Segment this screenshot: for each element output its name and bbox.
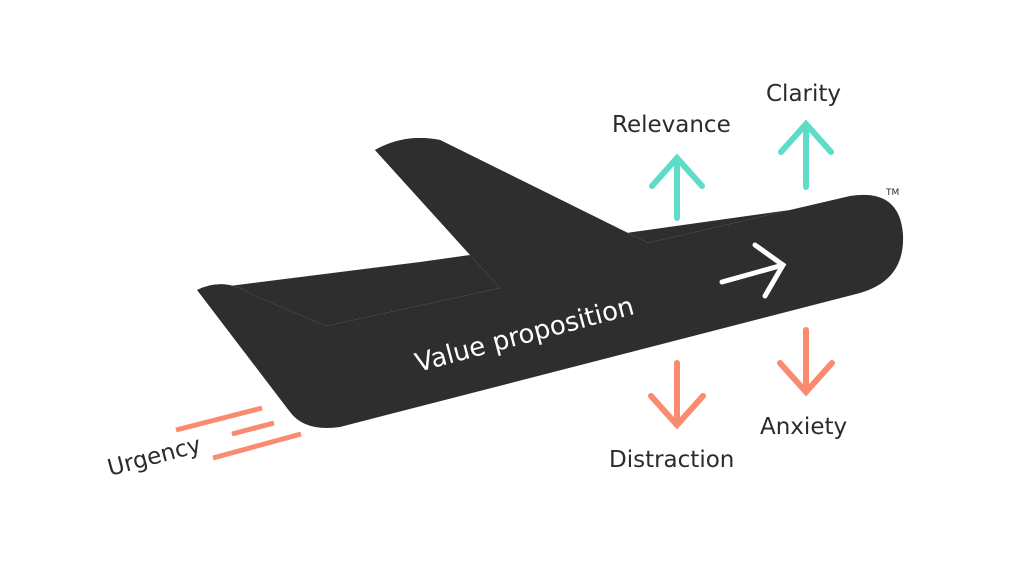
forward-arrow-icon bbox=[719, 242, 787, 299]
relevance-up-arrow-icon bbox=[649, 153, 705, 221]
speed-lines-icon bbox=[175, 405, 302, 461]
urgency-label: Urgency bbox=[105, 432, 204, 482]
anxiety-down-arrow-icon bbox=[777, 327, 835, 397]
distraction-down-arrow-icon bbox=[648, 360, 706, 430]
distraction-label: Distraction bbox=[609, 447, 734, 473]
trademark-symbol: TM bbox=[885, 188, 899, 198]
relevance-label: Relevance bbox=[612, 112, 731, 138]
plane-fuselage bbox=[197, 137, 904, 429]
clarity-up-arrow-icon bbox=[778, 119, 834, 190]
anxiety-label: Anxiety bbox=[760, 414, 847, 440]
clarity-label: Clarity bbox=[766, 81, 841, 107]
airplane-icon bbox=[197, 137, 904, 429]
